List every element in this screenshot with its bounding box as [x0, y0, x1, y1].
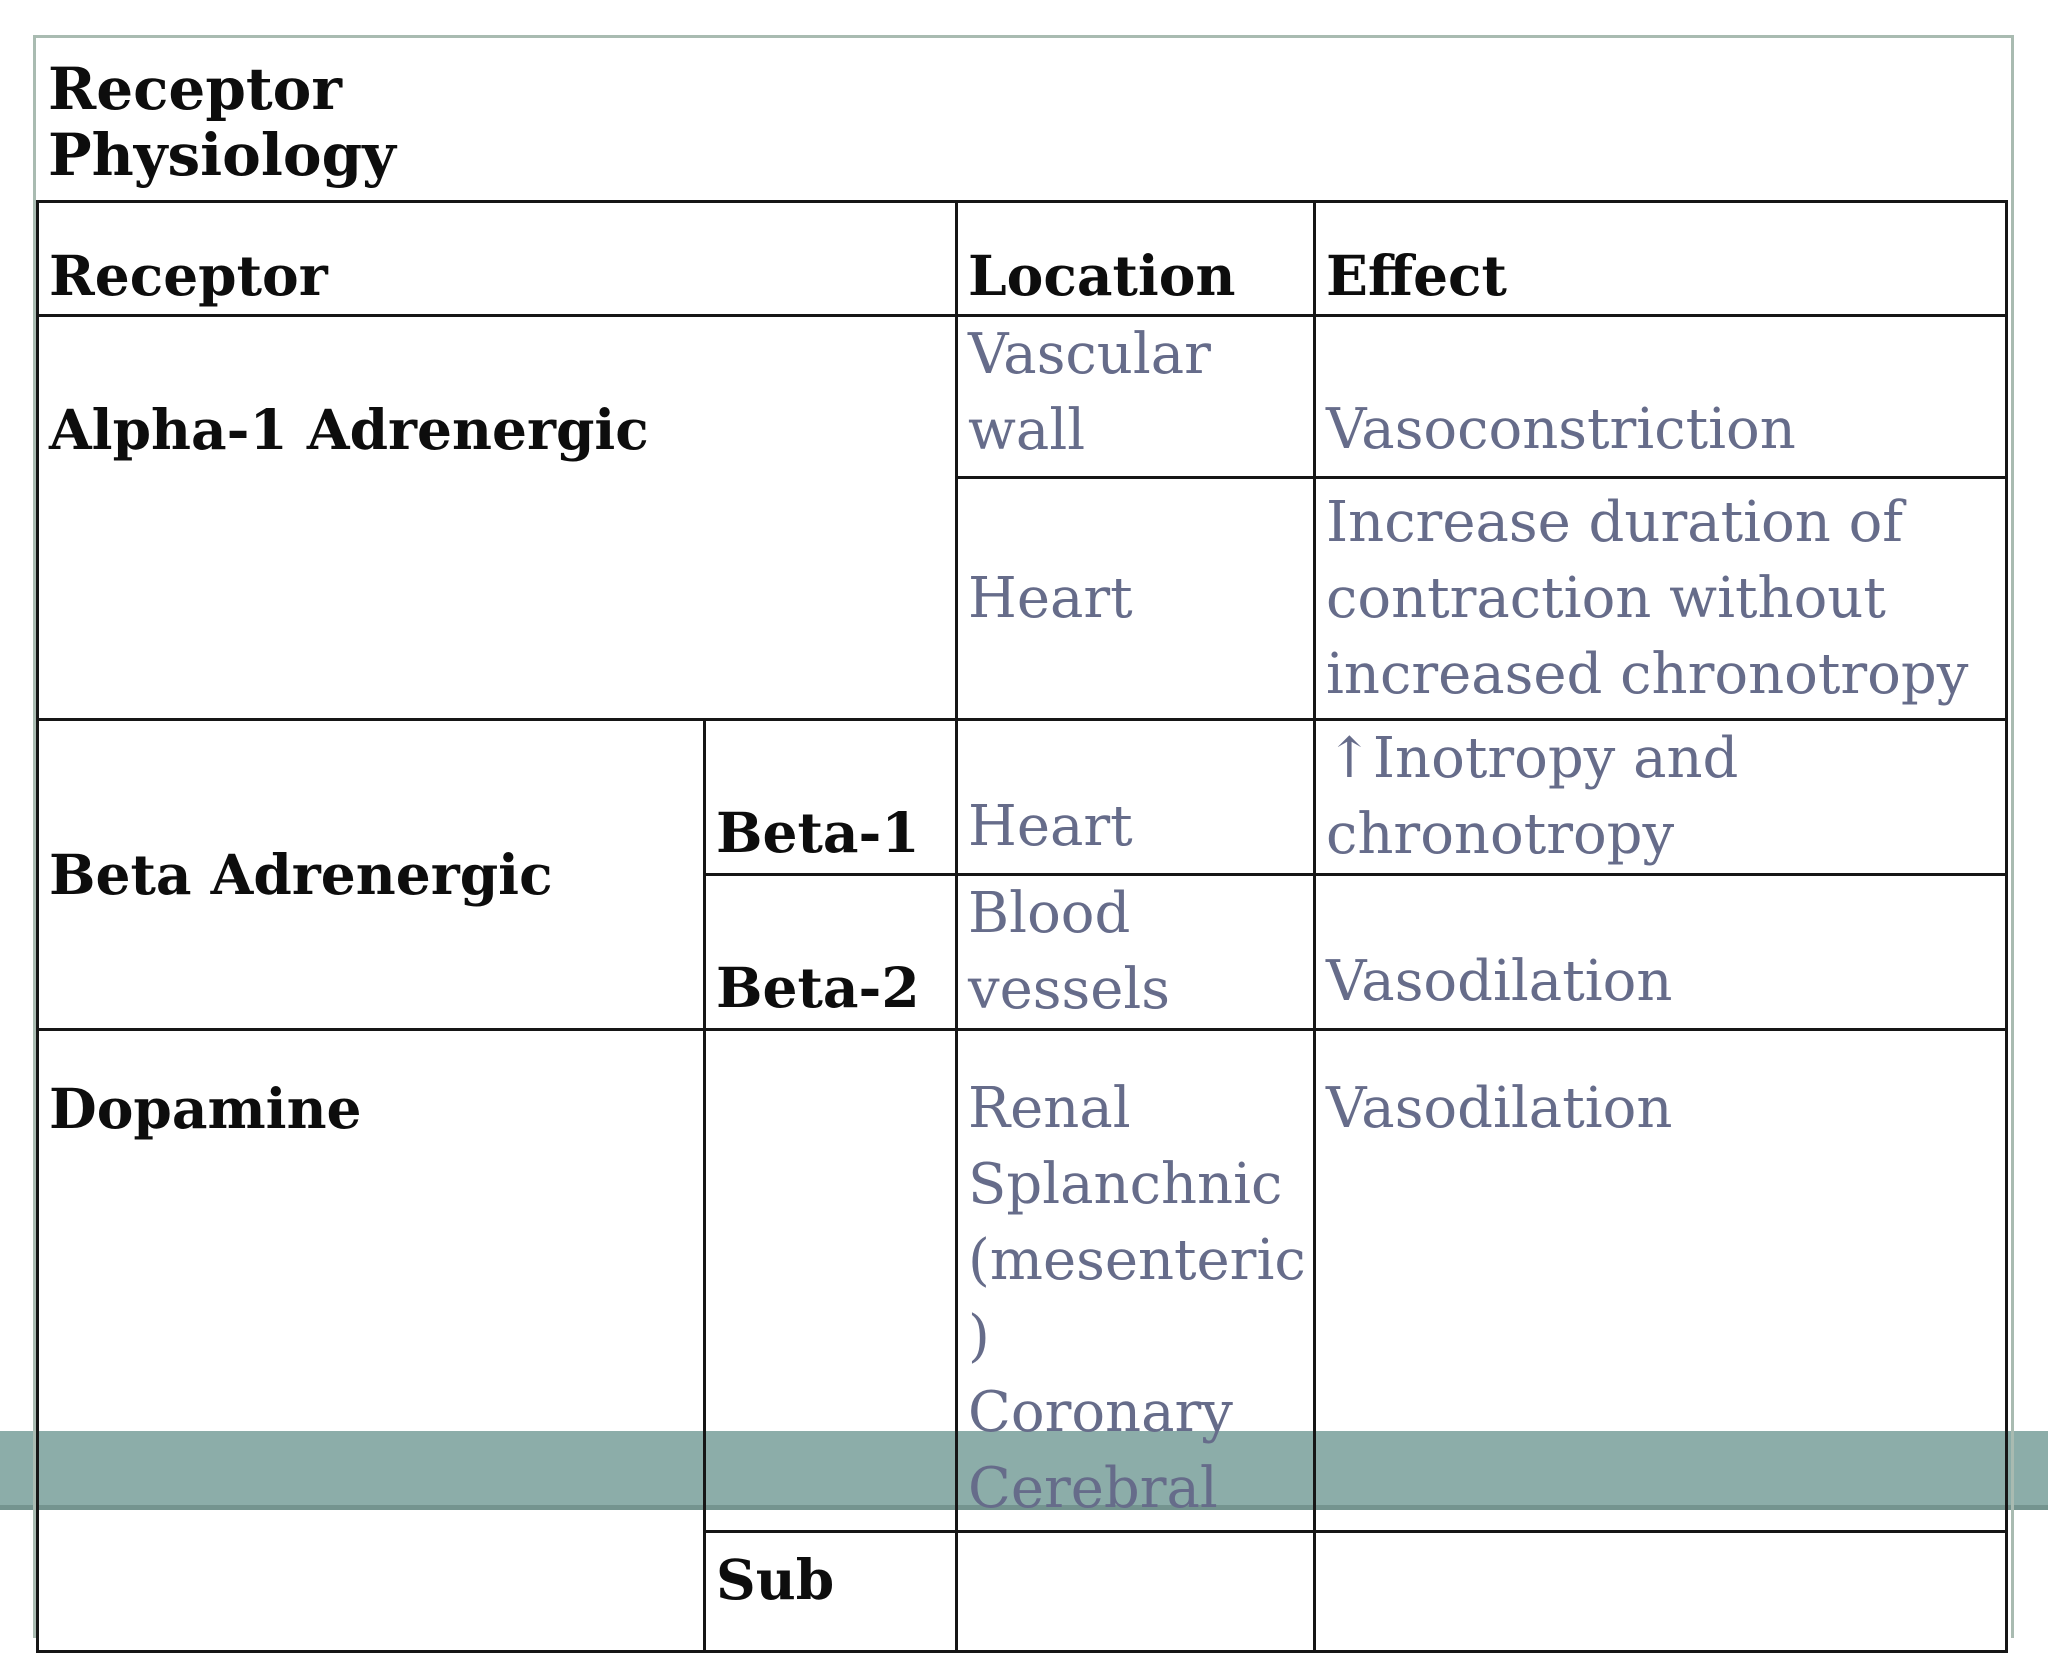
table-row-alpha1-vascular: Alpha-1 Adrenergic Vascular wall Vasocon… [36, 314, 2008, 721]
receptor-physiology-table: Receptor Location Effect Alpha-1 Adrener… [36, 200, 2008, 1653]
cell-effect-partial-empty [1313, 1530, 2008, 1653]
cell-effect-vasodilation-beta2: Vasodilation [1313, 873, 2008, 1031]
column-header-location: Location [955, 200, 1316, 317]
table-row-alpha1-heart: Heart Increase duration of contraction w… [38, 476, 2008, 721]
table-frame: Receptor Physiology Receptor Location Ef… [33, 35, 2014, 1653]
cell-effect-increase-duration: Increase duration of contraction without… [1313, 476, 2008, 721]
cell-location-vascular-wall: Vascular wall [955, 314, 1316, 479]
cell-receptor-alpha-1-adrenergic: Alpha-1 Adrenergic [36, 314, 958, 721]
column-header-effect: Effect [1313, 200, 2008, 317]
column-header-receptor: Receptor [36, 200, 958, 317]
table-row-beta1: Beta Adrenergic Beta-1 Heart ↑Inotropy a… [36, 718, 2008, 1031]
header-row: Receptor Location Effect [36, 200, 2008, 317]
cell-effect-vasoconstriction: Vasoconstriction [1313, 314, 2008, 479]
cell-location-blood-vessels: Blood vessels [955, 873, 1316, 1031]
cell-location-heart-alpha: Heart [955, 476, 1316, 721]
cell-subtype-beta-1: Beta-1 [703, 718, 958, 876]
cell-subtype-beta-2: Beta-2 [703, 873, 958, 1031]
page-title: Receptor Physiology [48, 55, 396, 189]
table-row-dopamine: Dopamine Renal Splanchnic (mesenteric ) … [36, 1028, 2008, 1653]
cell-location-heart-beta: Heart [955, 718, 1316, 876]
cell-location-renal-list: Renal Splanchnic (mesenteric ) Coronary … [955, 1028, 1316, 1533]
cell-receptor-dopamine: Dopamine [36, 1028, 706, 1653]
cell-subtype-dopamine-empty [703, 1028, 958, 1533]
cell-effect-inotropy-chronotropy: ↑Inotropy and chronotropy [1313, 718, 2008, 876]
cell-effect-vasodilation-dopamine: Vasodilation [1313, 1028, 2008, 1533]
cell-subtype-partial: Sub [703, 1530, 958, 1653]
table-row-beta2: Beta-2 Blood vessels Vasodilation [38, 873, 2008, 1031]
cell-location-partial-empty [955, 1530, 1316, 1653]
cell-receptor-beta-adrenergic: Beta Adrenergic [36, 718, 706, 1031]
